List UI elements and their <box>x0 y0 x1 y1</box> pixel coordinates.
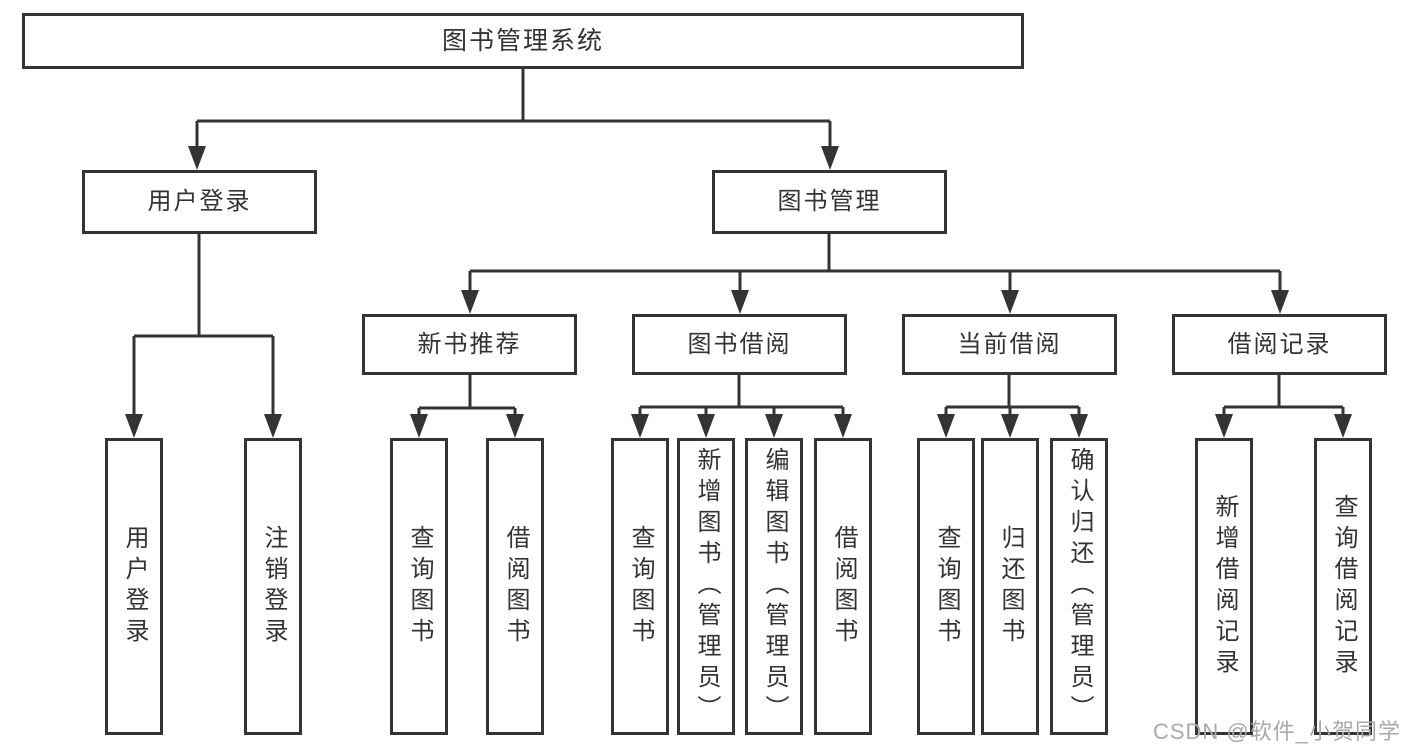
node-add-borrow-record: 新增借阅记录 <box>1195 438 1253 735</box>
node-return-books: 归还图书 <box>981 438 1039 735</box>
node-query-books-recommend: 查询图书 <box>390 438 448 735</box>
node-borrow-books-leaf: 借阅图书 <box>814 438 872 735</box>
node-new-book-recommend: 新书推荐 <box>362 314 577 375</box>
node-logout-leaf: 注销登录 <box>244 438 302 735</box>
node-current-borrow: 当前借阅 <box>902 314 1117 375</box>
node-borrow-books-recommend: 借阅图书 <box>486 438 544 735</box>
node-edit-book-admin: 编辑图书（管理员） <box>745 438 803 735</box>
node-login-leaf: 用户登录 <box>105 438 163 735</box>
node-query-borrow-record: 查询借阅记录 <box>1314 438 1372 735</box>
node-confirm-return-admin: 确认归还（管理员） <box>1050 438 1108 735</box>
node-query-books-current: 查询图书 <box>917 438 975 735</box>
arrowheads <box>125 146 1352 438</box>
node-book-borrow: 图书借阅 <box>632 314 847 375</box>
node-add-book-admin: 新增图书（管理员） <box>677 438 735 735</box>
node-library-system: 图书管理系统 <box>22 13 1024 69</box>
node-user-login: 用户登录 <box>82 170 317 234</box>
node-borrow-records: 借阅记录 <box>1172 314 1387 375</box>
csdn-watermark: CSDN @软件_小贺同学 <box>1152 719 1401 744</box>
node-book-management: 图书管理 <box>712 170 947 234</box>
node-query-books-borrow: 查询图书 <box>611 438 669 735</box>
